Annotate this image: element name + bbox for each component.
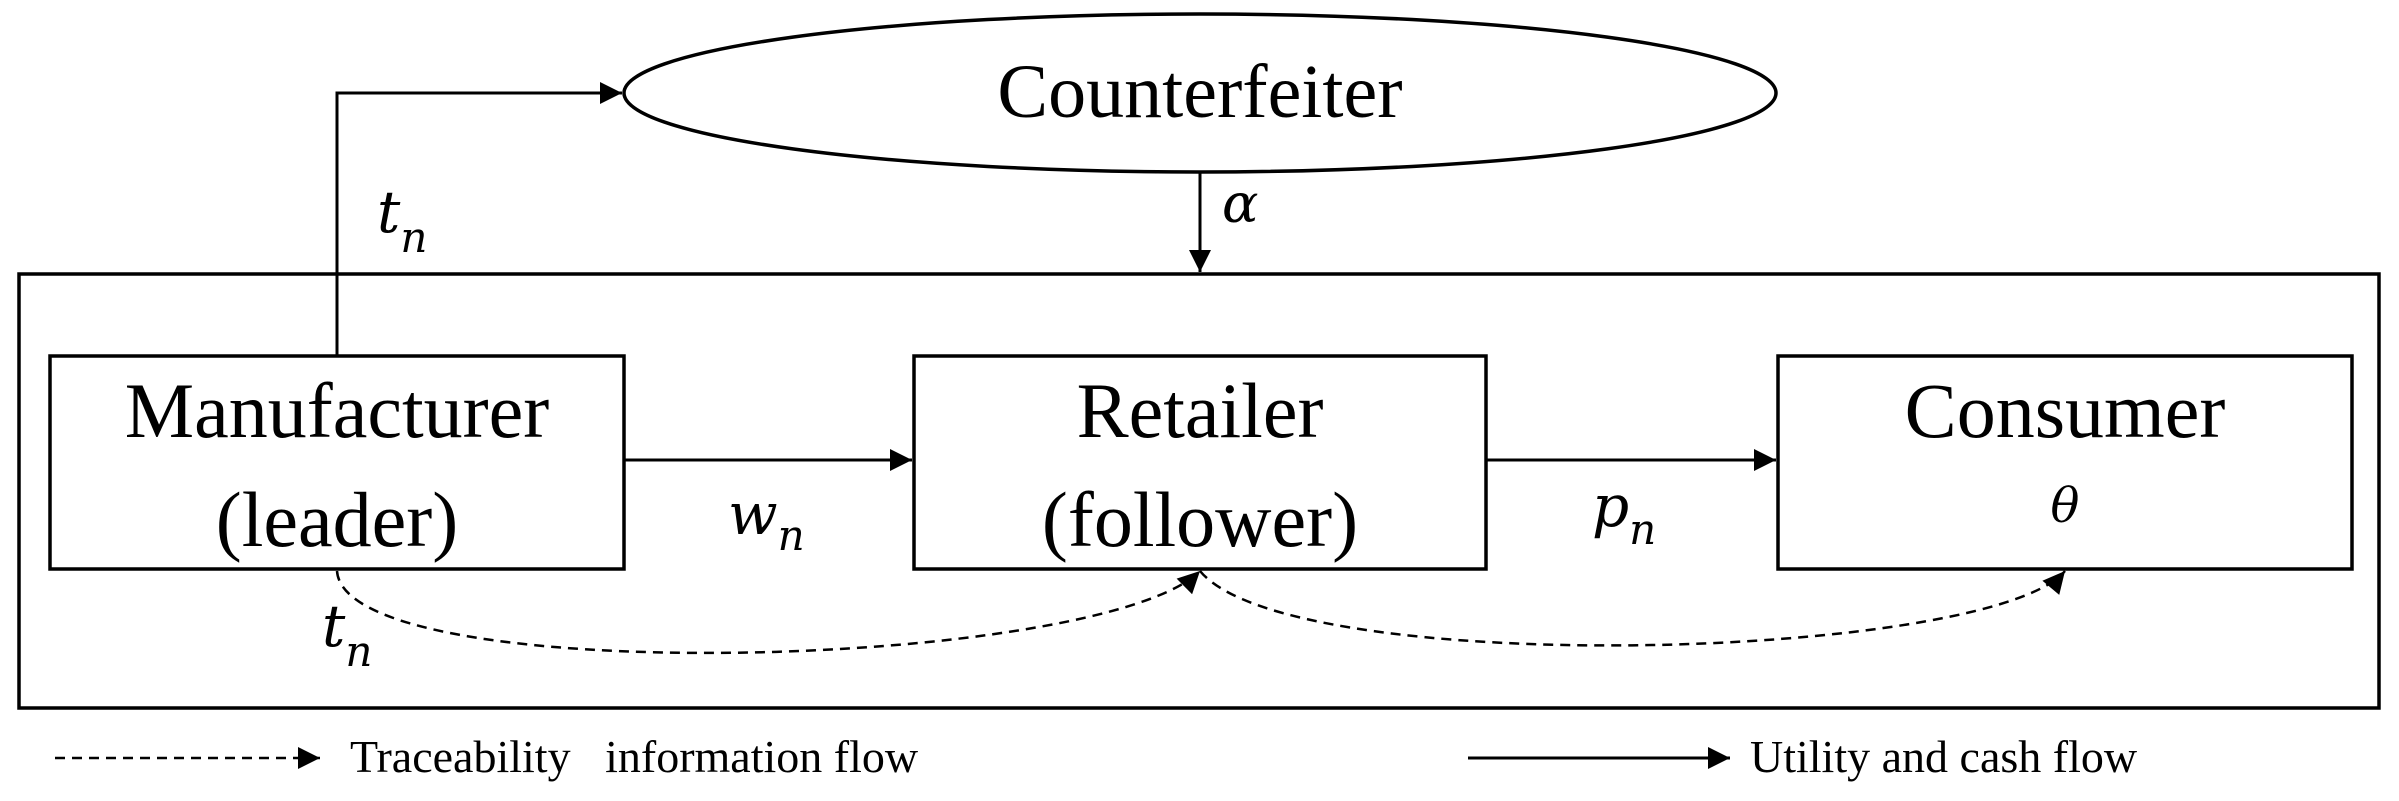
legend-dashed-label: Traceability information flow [350, 731, 919, 782]
system-boundary-box [17, 272, 2381, 710]
counterfeiter-label: Counterfeiter [997, 50, 1402, 134]
label-tn-upper: tn [377, 178, 427, 262]
dashed-arrow-retailer-to-consumer [1199, 570, 2066, 647]
label-tn-lower: tn [322, 592, 372, 676]
retailer-role: (follower) [1042, 476, 1358, 563]
legend-solid-label: Utility and cash flow [1750, 731, 2138, 782]
manufacturer-role: (leader) [216, 476, 458, 563]
consumer-label: Consumer [1905, 367, 2226, 454]
counterfeiter-node: Counterfeiter [622, 12, 1778, 174]
label-wn: wn [728, 480, 805, 560]
consumer-theta: θ [2051, 478, 2080, 534]
manufacturer-node: Manufacturer (leader) [48, 354, 626, 571]
retailer-node: Retailer (follower) [912, 354, 1488, 571]
dashed-arrow-manufacturer-to-retailer [335, 570, 1201, 655]
retailer-label: Retailer [1077, 367, 1324, 454]
label-pn: pn [1592, 472, 1656, 554]
consumer-node: Consumer θ [1776, 354, 2354, 571]
label-alpha: α [1222, 172, 1258, 235]
arrow-manufacturer-to-counterfeiter [335, 82, 622, 356]
manufacturer-label: Manufacturer [125, 367, 549, 454]
legend: Traceability information flow Utility an… [55, 731, 2138, 782]
